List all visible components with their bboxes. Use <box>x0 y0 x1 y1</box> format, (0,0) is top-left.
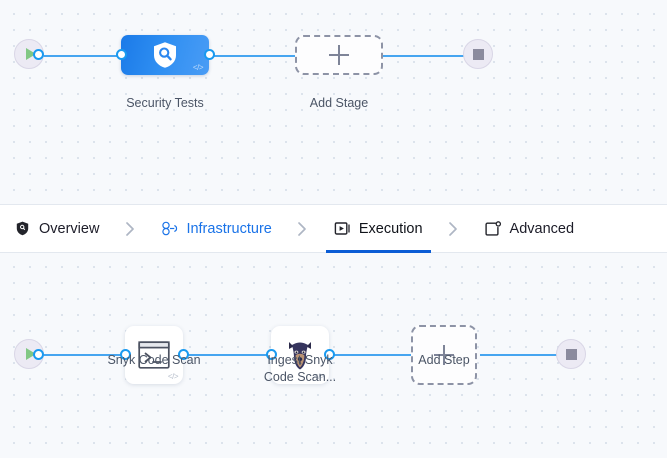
step-label-add-step: Add Step <box>418 353 470 367</box>
cluster-nodes-icon <box>161 220 178 237</box>
stage-canvas[interactable]: </> Security Tests Add Stage <box>0 0 667 204</box>
play-triangle-icon <box>25 48 36 60</box>
wire-start-to-security-tests <box>38 55 128 57</box>
stage-label-add-stage: Add Stage <box>309 96 369 110</box>
stop-square-icon <box>472 48 484 60</box>
start-output-port[interactable] <box>33 49 44 60</box>
snyk-code-scan-output-port[interactable] <box>178 349 189 360</box>
chevron-right-icon <box>449 221 457 236</box>
ingest-snyk-input-port[interactable] <box>266 349 277 360</box>
step-label-line-2: Code Scan... <box>263 370 337 384</box>
snyk-code-scan-input-port[interactable] <box>120 349 131 360</box>
shield-magnifier-icon <box>154 42 176 68</box>
tab-overview[interactable]: Overview <box>10 205 103 253</box>
add-stage-button[interactable] <box>295 35 383 75</box>
wire-snyk-code-scan-to-ingest <box>185 354 277 356</box>
step-node-snyk-code-scan[interactable]: </> <box>125 326 183 384</box>
stage-node-security-tests[interactable]: </> <box>121 35 209 75</box>
tab-advanced-label: Advanced <box>509 220 575 237</box>
tab-execution-label: Execution <box>358 220 423 237</box>
chevron-right-icon <box>298 221 307 236</box>
code-badge-icon: </> <box>192 63 204 72</box>
chevron-right-icon <box>126 221 134 236</box>
step-label-snyk-code-scan: Snyk Code Scan <box>107 353 201 367</box>
tab-execution[interactable]: Execution <box>325 205 431 253</box>
play-box-icon <box>334 220 351 237</box>
wire-security-tests-to-add-stage <box>210 55 302 57</box>
tab-advanced[interactable]: Advanced <box>481 205 579 253</box>
code-badge-icon: </> <box>167 372 179 381</box>
play-triangle-icon <box>25 348 36 360</box>
stage-pipeline-end[interactable] <box>463 39 493 69</box>
code-badge-icon: </> <box>313 372 325 381</box>
wire-ingest-to-add-step <box>330 354 415 356</box>
tab-separator-1 <box>103 221 157 237</box>
stage-label-security-tests: Security Tests <box>126 96 204 110</box>
tab-overview-label: Overview <box>39 220 100 237</box>
add-step-button[interactable] <box>411 325 477 385</box>
plus-icon <box>329 45 349 65</box>
plus-icon <box>434 345 454 365</box>
step-canvas[interactable]: </> Snyk Code Scan </> Ingest Snyk <box>0 253 667 458</box>
terminal-icon <box>138 341 170 369</box>
stop-square-icon <box>565 348 577 360</box>
security-tests-input-port[interactable] <box>116 49 127 60</box>
wire-add-step-to-end <box>480 354 566 356</box>
ingest-snyk-output-port[interactable] <box>324 349 335 360</box>
step-label-ingest-snyk-code-scan: Ingest Snyk Code Scan... <box>240 352 360 386</box>
step-start-output-port[interactable] <box>33 349 44 360</box>
tab-separator-2 <box>276 221 330 237</box>
pipeline-config-tabbar: Overview Infrastructure <box>0 204 667 253</box>
tab-separator-3 <box>427 221 481 237</box>
step-label-line-1: Ingest Snyk <box>267 353 333 367</box>
card-gear-icon <box>484 220 502 237</box>
shield-icon <box>14 220 31 237</box>
snyk-dog-icon <box>289 342 311 370</box>
tab-infrastructure-label: Infrastructure <box>186 220 272 237</box>
step-pipeline-end[interactable] <box>556 339 586 369</box>
wire-start-to-snyk-code-scan <box>38 354 128 356</box>
step-node-ingest-snyk-code-scan[interactable]: </> <box>271 326 329 384</box>
wire-add-stage-to-end <box>378 55 470 57</box>
security-tests-output-port[interactable] <box>204 49 215 60</box>
tab-infrastructure[interactable]: Infrastructure <box>157 205 275 253</box>
